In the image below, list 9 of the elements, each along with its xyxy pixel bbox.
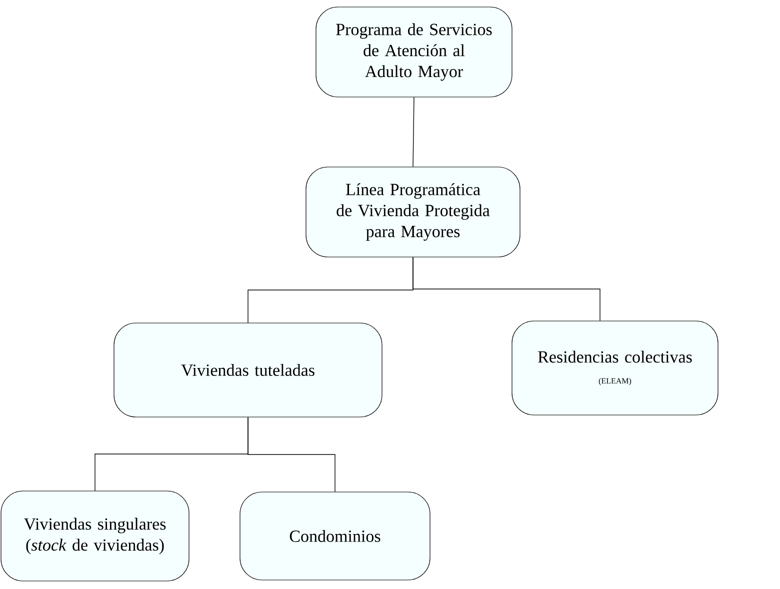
process-box: Línea Programática de Vivienda Protegida para Mayores [306,166,520,258]
connector-line [412,96,414,168]
process-box: Viviendas singulares (stock de viviendas) [0,490,190,582]
process-box: Residencias colectivas (ELEAM) [512,320,718,416]
process-box: Condominios [240,492,430,580]
connector-line [412,256,600,322]
process-box: Viviendas tuteladas [114,322,382,418]
process-box: Programa de Servicios de Atención al Adulto Mayor [316,6,512,98]
connector-line [248,416,336,492]
